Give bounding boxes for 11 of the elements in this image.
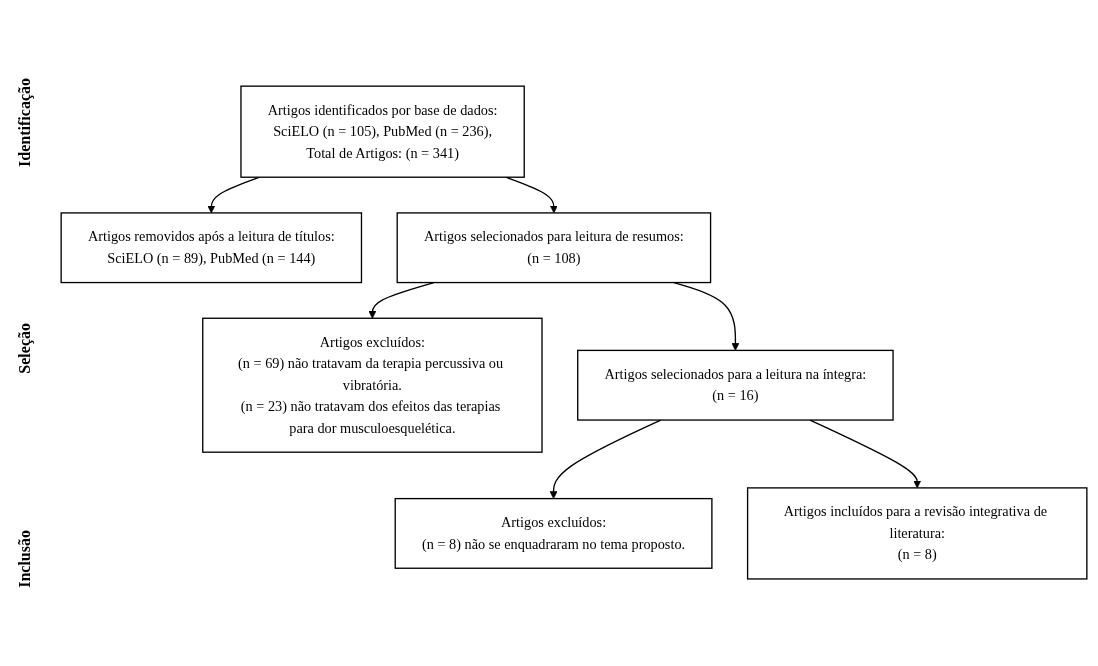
node-box: Artigos excluídos: (n = 69) não tratavam da terapia percussiva ou vibratória. (n = 23) não tratavam dos efeitos das terapias para dor musculoesquelética. — [202, 318, 543, 454]
stage-label: Identificação — [16, 78, 34, 167]
node-box: Artigos identificados por base de dados: SciELO (n = 105), PubMed (n = 236), Total de Artigos: (n = 341) — [240, 85, 525, 179]
stage-label: Inclusão — [16, 530, 34, 588]
node-box: Artigos selecionados para leitura de resumos: (n = 108) — [396, 212, 712, 284]
node-box: Artigos incluídos para a revisão integrativa de literatura: (n = 8) — [746, 487, 1088, 581]
node-box: Artigos removidos após a leitura de títulos: SciELO (n = 89), PubMed (n = 144) — [60, 212, 363, 284]
node-box: Artigos excluídos: (n = 8) não se enquadraram no tema proposto. — [394, 498, 713, 570]
arrow — [809, 419, 922, 489]
stage-label: Seleção — [16, 323, 34, 374]
node-box: Artigos selecionados para a leitura na íntegra: (n = 16) — [577, 350, 894, 422]
